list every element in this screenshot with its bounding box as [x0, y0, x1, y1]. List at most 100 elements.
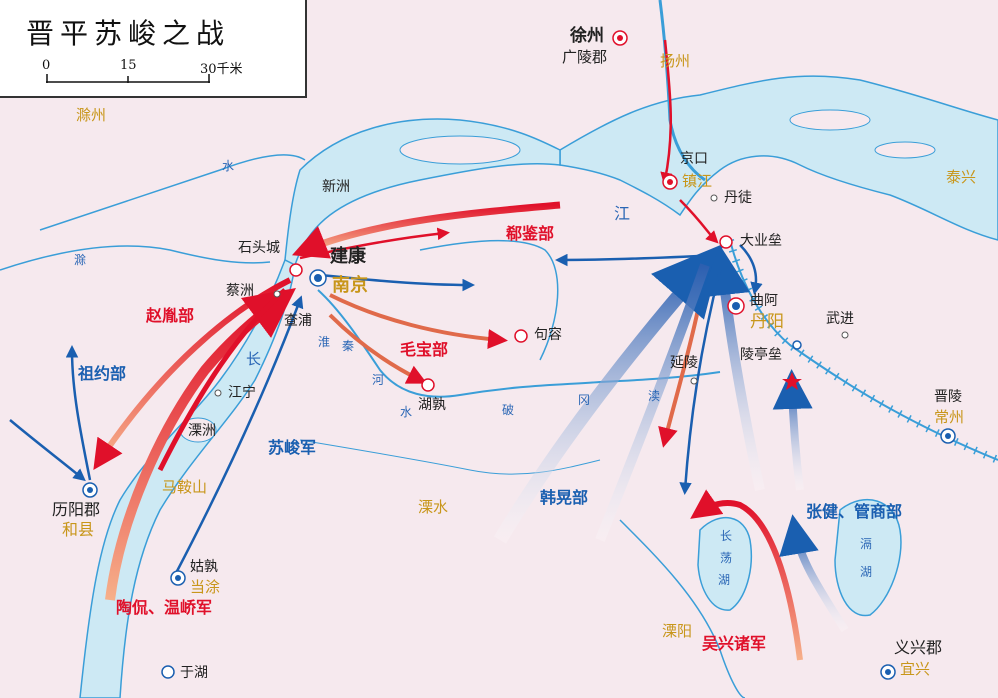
yangtze-river-south	[79, 258, 296, 698]
label-river-du: 渎	[648, 389, 661, 403]
label-liyangjun: 历阳郡	[52, 500, 101, 519]
chu-river-lower	[0, 245, 271, 271]
arrow-dayelei-south	[679, 269, 722, 495]
arrow-jingkou-2	[679, 199, 719, 244]
qinhuai-branch	[419, 239, 559, 361]
label-river-qin: 秦	[342, 339, 355, 353]
label-xuzhou: 徐州	[570, 26, 604, 46]
arrow-sujun	[173, 295, 304, 576]
marker-wuhu	[161, 665, 175, 679]
label-river-he: 河	[372, 373, 385, 387]
label-maanshan: 马鞍山	[162, 478, 208, 496]
scale-tick-30: 30千米	[200, 62, 243, 77]
label-wujin: 武进	[826, 311, 854, 327]
small-markers	[214, 194, 849, 397]
scale-tick-0: 0	[42, 58, 51, 73]
arrow-hanhuang	[493, 243, 724, 544]
label-river-gang: 冈	[578, 393, 591, 407]
arrow-wuxing	[690, 489, 803, 661]
arrow-zuyue	[65, 345, 92, 481]
label-yixingjun: 义兴郡	[894, 638, 943, 657]
arrow-xijian-2	[299, 227, 450, 260]
lake-gehu	[834, 499, 902, 617]
scale-tick-15: 15	[120, 58, 137, 73]
label-danyang: 丹阳	[750, 312, 784, 332]
arrow-zuyue-2	[9, 419, 86, 482]
label-army-wuxing: 吴兴诸军	[702, 634, 767, 653]
arrow-zhangjian-1	[700, 245, 765, 492]
label-army-maobao: 毛宝部	[400, 340, 449, 359]
label-army-xijian: 郗鉴部	[506, 224, 555, 243]
label-jiangning: 江宁	[228, 385, 256, 401]
label-dangtu: 当涂	[190, 578, 221, 596]
label-lake-hu-1: 湖	[718, 573, 731, 587]
river-lishui	[299, 439, 601, 475]
marker-jurong	[514, 329, 528, 343]
arrow-zhangjian-2	[779, 514, 849, 633]
label-lake-ge: 滆	[860, 537, 873, 551]
label-lake-hu-2: 湖	[860, 565, 873, 579]
island-xinzhou	[399, 135, 521, 165]
island-east-2	[874, 141, 936, 159]
arrow-hanhuang-2	[595, 263, 710, 542]
label-army-hanhuang: 韩晃部	[540, 488, 589, 507]
marker-shitoucheng	[289, 263, 303, 277]
arrow-zhangjian-3	[772, 369, 813, 491]
label-dayelei: 大业垒	[740, 233, 782, 249]
arrow-taokan-2	[157, 288, 287, 472]
label-army-zhangjian: 张健、管商部	[806, 502, 903, 521]
label-jurong: 句容	[534, 327, 562, 343]
label-wuhu: 于湖	[180, 665, 208, 681]
marker-dayelei	[719, 235, 733, 249]
label-lishui: 溧水	[418, 498, 449, 516]
label-river-jiang: 江	[614, 204, 631, 223]
label-yanling: 延陵	[670, 355, 698, 371]
island-east	[789, 109, 871, 131]
battle-star-icon	[782, 372, 802, 390]
label-liyang: 溧阳	[662, 622, 693, 640]
arrow-maobao	[329, 293, 508, 349]
marker-husu	[421, 378, 435, 392]
label-shitoucheng: 石头城	[238, 240, 280, 256]
label-lake-dang: 荡	[720, 551, 733, 565]
label-army-zuyue: 祖约部	[78, 364, 127, 383]
map-title: 晋平苏峻之战	[26, 17, 231, 50]
scale-bar	[46, 74, 210, 83]
label-chuzhou: 滁州	[76, 106, 107, 124]
label-caizhou: 蔡洲	[226, 283, 254, 299]
label-husu: 湖孰	[418, 397, 446, 413]
label-yixing: 宜兴	[900, 660, 931, 678]
arrow-nanjing-east	[319, 273, 475, 292]
label-lingtinglei: 陵亭垒	[740, 347, 782, 363]
city-markers	[82, 30, 956, 680]
lake-changdang	[697, 516, 752, 611]
label-zhenjiang: 镇江	[682, 172, 713, 190]
label-jiankang: 建康	[330, 246, 366, 267]
label-lizhou: 溧洲	[188, 423, 216, 439]
label-river-po: 破	[502, 403, 515, 417]
label-river-chu: 滁	[74, 253, 87, 267]
label-river-huai: 淮	[318, 335, 331, 349]
label-river-shui-1: 水	[222, 159, 235, 173]
label-jingkou: 京口	[680, 151, 708, 167]
arrow-jingkou-south	[660, 39, 673, 185]
arrow-xijian	[291, 201, 561, 259]
label-jinling: 晋陵	[934, 389, 962, 405]
arrow-maobao-2	[328, 313, 428, 384]
label-river-chang: 长	[246, 350, 262, 368]
label-army-sujun: 苏峻军	[268, 438, 317, 457]
label-army-zhaoyin: 赵胤部	[146, 306, 195, 325]
label-changzhou: 常州	[934, 408, 965, 426]
marker-lingtinglei	[792, 340, 802, 350]
label-yangzhou: 扬州	[660, 52, 691, 70]
label-xinzhou: 新洲	[322, 179, 350, 195]
label-river-shui-2: 水	[400, 405, 413, 419]
label-dantu: 丹徒	[724, 190, 752, 206]
arrow-dayelei-east	[739, 244, 763, 295]
title-panel: 晋平苏峻之战 0 15 30千米	[0, 0, 307, 98]
chu-river	[39, 154, 306, 231]
label-hexian: 和县	[62, 520, 95, 539]
label-taixing: 泰兴	[946, 168, 977, 186]
label-guangling: 广陵郡	[562, 48, 608, 66]
